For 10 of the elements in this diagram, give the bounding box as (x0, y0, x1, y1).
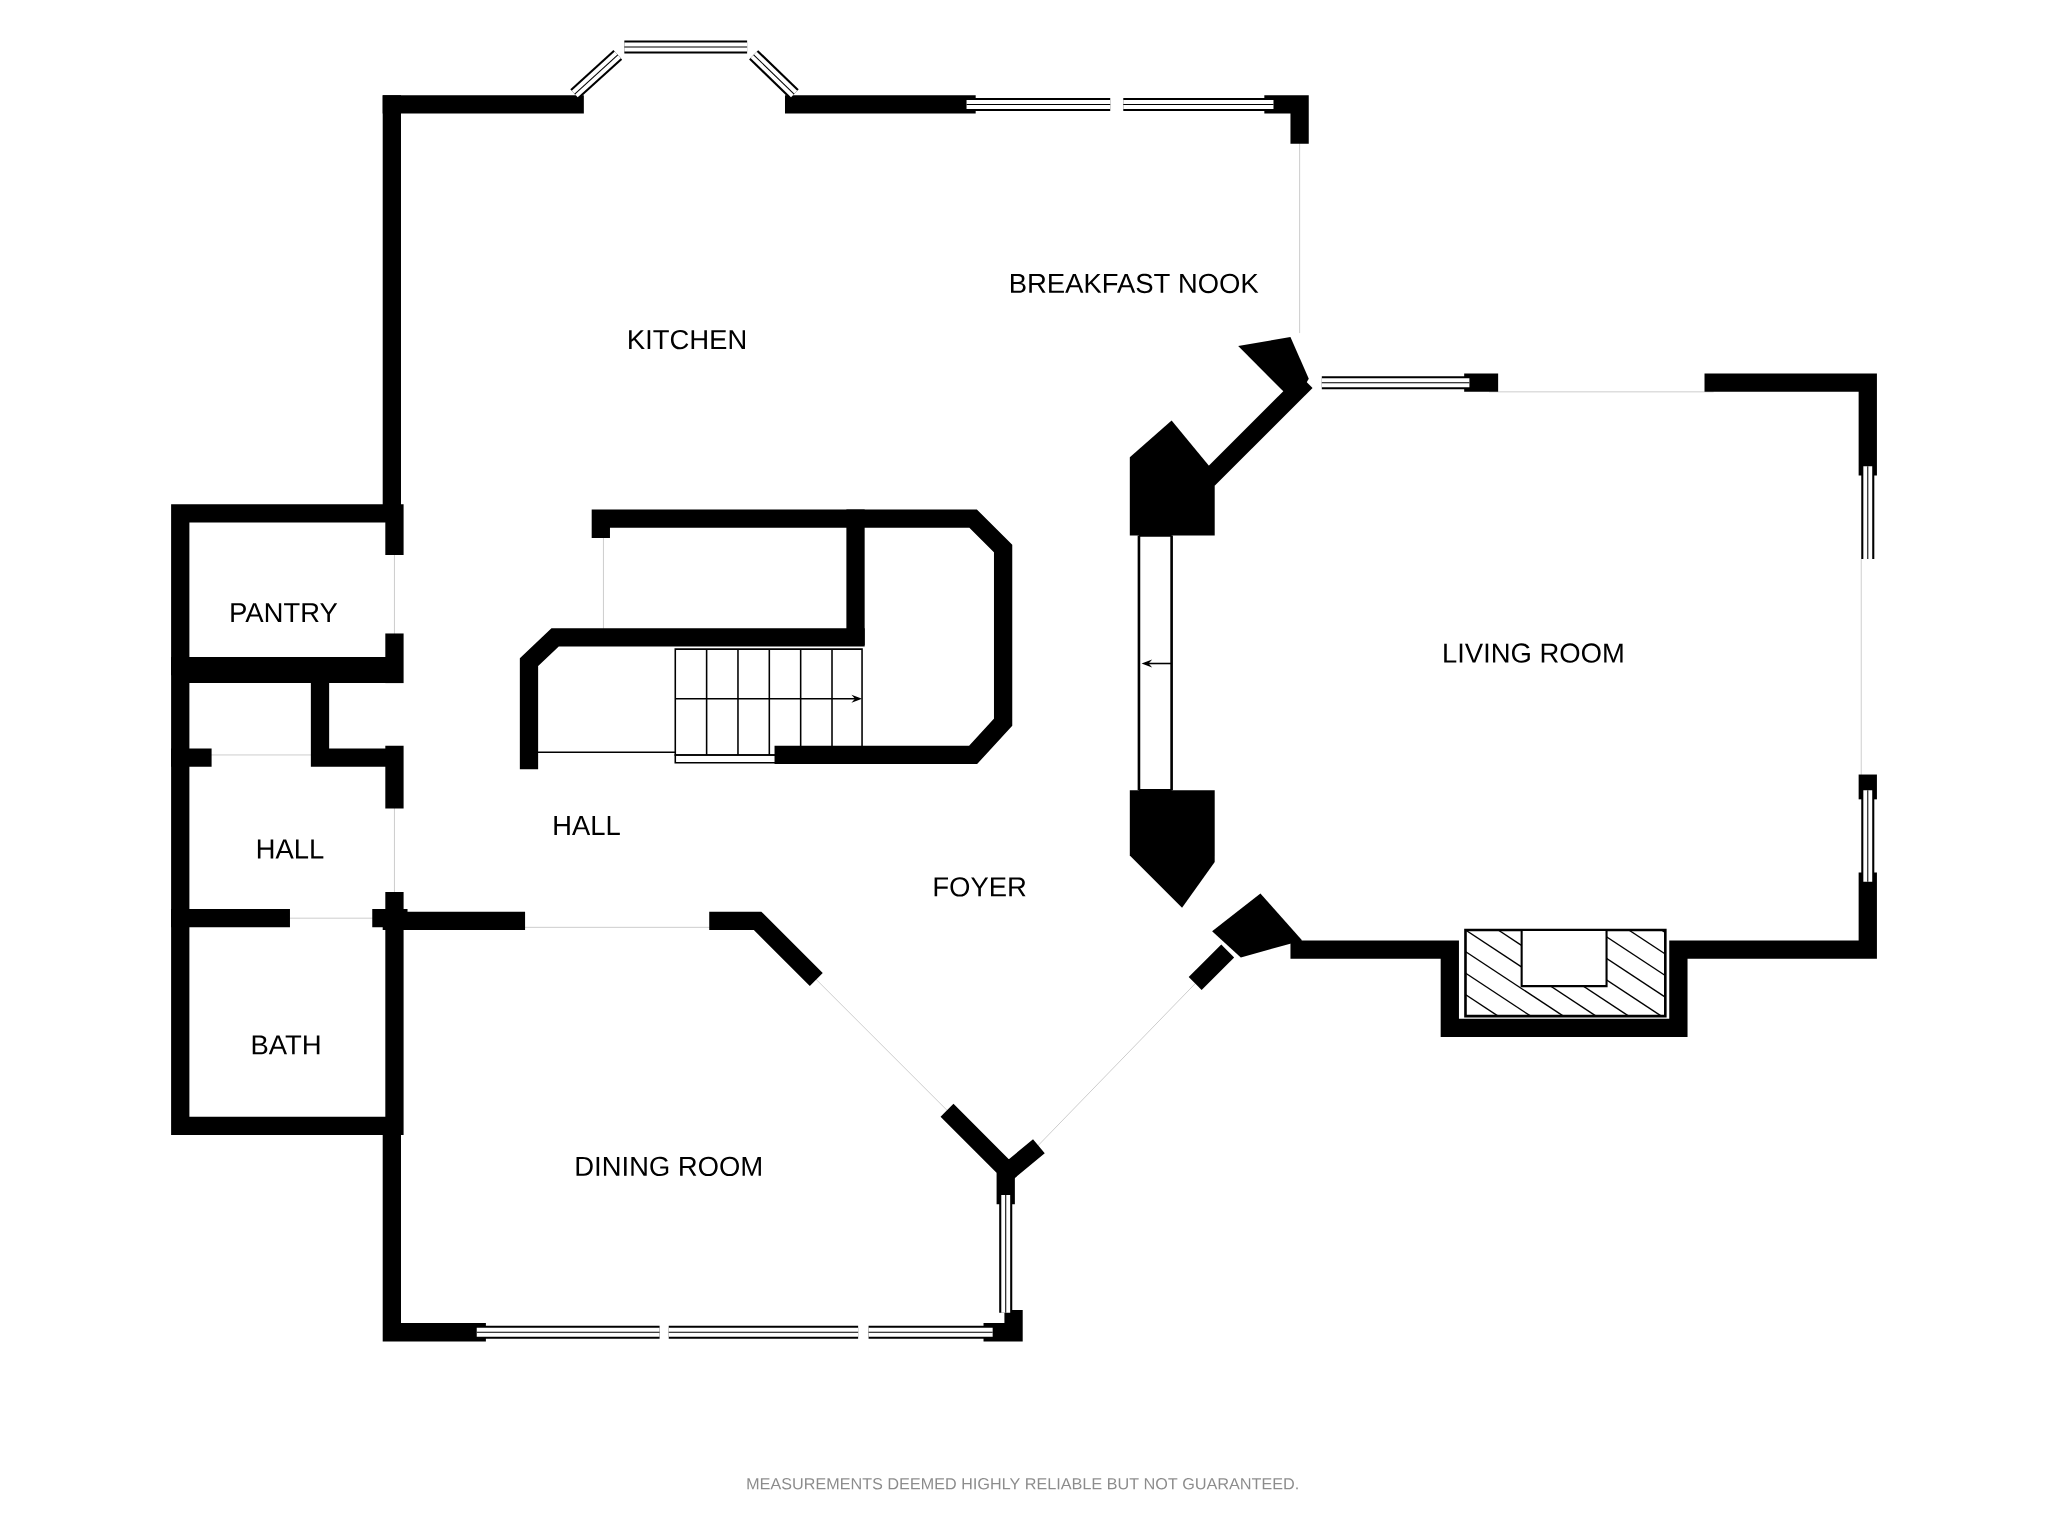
room-label: BREAKFAST NOOK (1011, 273, 1259, 294)
room-label: KITCHEN (629, 329, 745, 350)
room-label: BATH (252, 1035, 320, 1055)
room-label: DINING ROOM (576, 1156, 761, 1177)
room-label: LIVING ROOM (1444, 643, 1623, 663)
room-label: PANTRY (231, 603, 338, 622)
room-label: HALL (554, 816, 620, 835)
disclaimer-note: MEASUREMENTS DEEMED HIGHLY RELIABLE BUT NOT GUARANTEED. (747, 1478, 1298, 1490)
room-label: HALL (257, 839, 324, 859)
room-label: FOYER (934, 877, 1026, 897)
